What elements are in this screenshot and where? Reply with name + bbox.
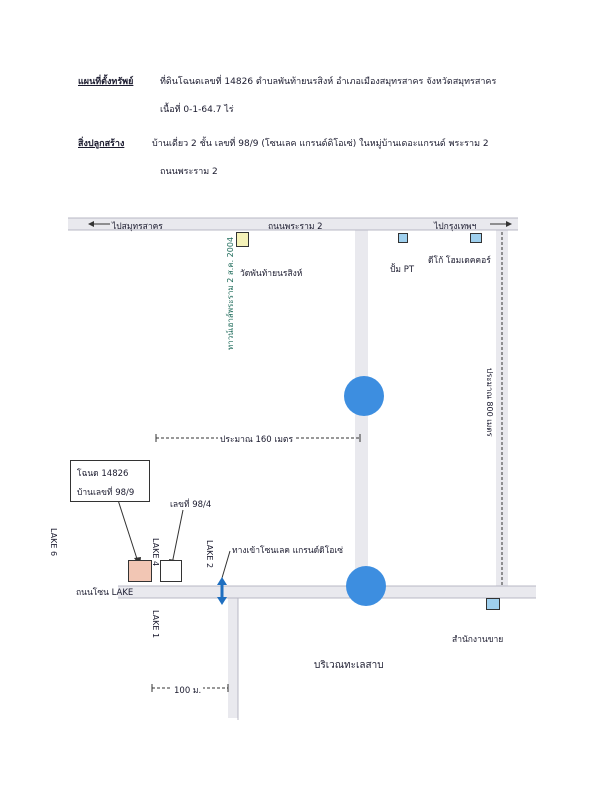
neighbor-label: เลขที่ 98/4: [170, 500, 212, 510]
to-samut-sakhon-label: ไปสมุทรสาคร: [112, 222, 163, 232]
store-marker: [470, 233, 482, 243]
lake-2-label: LAKE 2: [205, 540, 214, 569]
temple-vertical-note: ทาวน์เฮาส์พระราม 2 ส.ค. 2004: [226, 236, 235, 350]
deed-number: โฉนด 14826: [77, 469, 129, 479]
sales-office-label: สำนักงานขาย: [452, 635, 504, 645]
temple-marker: [236, 232, 249, 247]
subject-plot: [128, 560, 152, 582]
lake-6-label: LAKE 6: [49, 528, 58, 557]
sales-office-marker: [486, 598, 500, 610]
to-bangkok-label: ไปกรุงเทพฯ: [434, 222, 477, 232]
building-description: บ้านเดี่ยว 2 ชั้น เลขที่ 98/9 (โซนเลค แก…: [152, 139, 489, 149]
building-road: ถนนพระราม 2: [160, 167, 218, 177]
distance-800-label: ประมาณ 800 เมตร: [485, 368, 494, 437]
property-area: เนื้อที่ 0-1-64.7 ไร่: [160, 105, 234, 115]
deed-callout: โฉนด 14826 บ้านเลขที่ 98/9: [70, 460, 150, 502]
property-location-title: แผนที่ตั้งทรัพย์: [78, 77, 134, 87]
main-road-rama2: [68, 218, 518, 230]
road-lake-1: [228, 598, 238, 718]
distance-160-label: ประมาณ 160 เมตร: [218, 432, 296, 446]
roundabout-south: [346, 566, 386, 606]
temple-label: วัดพันท้ายนรสิงห์: [240, 269, 303, 279]
lake-1-label: LAKE 1: [151, 610, 160, 639]
house-number: บ้านเลขที่ 98/9: [77, 488, 135, 498]
building-title: สิ่งปลูกสร้าง: [78, 139, 125, 149]
lake-area-label: บริเวณทะเลสาบ: [314, 660, 384, 671]
lake-4-label: LAKE 4: [151, 538, 160, 567]
main-road-label: ถนนพระราม 2: [268, 222, 323, 232]
roundabout-north: [344, 376, 384, 416]
gas-station-marker: [398, 233, 408, 243]
gas-station-label: ปั้ม PT: [390, 265, 415, 275]
entrance-label: ทางเข้าโซนเลค แกรนด์ดิโอเซ่: [232, 546, 344, 556]
distance-100-label: 100 ม.: [172, 683, 204, 697]
neighbor-plot: [160, 560, 182, 582]
lake-road-label: ถนนโซน LAKE: [76, 588, 134, 598]
property-description: ที่ดินโฉนดเลขที่ 14826 ตำบลพันท้ายนรสิงห…: [160, 77, 497, 87]
store-label: ดีโก้ โฮมเดคคอร์: [428, 256, 491, 266]
